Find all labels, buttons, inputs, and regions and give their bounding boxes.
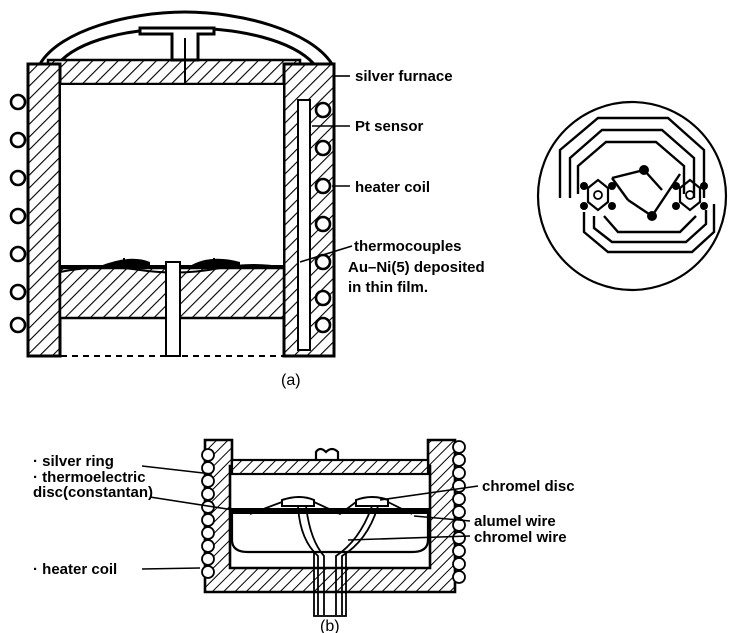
heater-coil-b-left bbox=[201, 448, 215, 579]
label-chromel-disc: chromel disc bbox=[482, 478, 575, 495]
caption-a: (a) bbox=[281, 372, 301, 389]
furnace-section-a bbox=[9, 10, 336, 358]
leader-lines-b bbox=[141, 465, 479, 570]
label-au-ni-line2: in thin film. bbox=[348, 279, 428, 296]
wire-bundle bbox=[297, 505, 379, 615]
label-alumel-wire: alumel wire bbox=[474, 513, 556, 530]
label-chromel-wire: chromel wire bbox=[474, 529, 567, 546]
label-pt-sensor: Pt sensor bbox=[355, 118, 424, 135]
label-heater-coil-b: · heater coil bbox=[33, 561, 117, 578]
leader-lines-a bbox=[299, 75, 353, 263]
label-au-ni-line1: Au–Ni(5) deposited bbox=[348, 259, 485, 276]
heater-coil-left bbox=[9, 93, 27, 334]
label-thermoelectric-line2: disc(constantan) bbox=[33, 484, 153, 501]
thermocouple-film bbox=[100, 258, 240, 268]
label-silver-ring: · silver ring bbox=[33, 453, 114, 470]
label-thermocouples: thermocouples bbox=[354, 238, 462, 255]
label-heater-coil-a: heater coil bbox=[355, 179, 430, 196]
cell-lid bbox=[230, 458, 430, 476]
caption-b: (b) bbox=[320, 618, 340, 633]
pt-sensor-channel bbox=[297, 99, 311, 351]
lid-plate bbox=[46, 58, 302, 86]
label-silver-furnace: silver furnace bbox=[355, 68, 453, 85]
heater-coil-right bbox=[314, 101, 332, 334]
thermoelectric-disc bbox=[232, 508, 428, 514]
thermocouple-junction-dots bbox=[580, 165, 708, 221]
label-thermoelectric-line1: · thermoelectric bbox=[33, 469, 146, 486]
heater-coil-b-right bbox=[452, 440, 466, 584]
left-wall bbox=[26, 62, 62, 358]
cell-section-b bbox=[201, 438, 466, 617]
thermocouple-plan-view bbox=[536, 100, 728, 292]
central-tube bbox=[165, 261, 181, 357]
lid-knob bbox=[138, 26, 216, 62]
